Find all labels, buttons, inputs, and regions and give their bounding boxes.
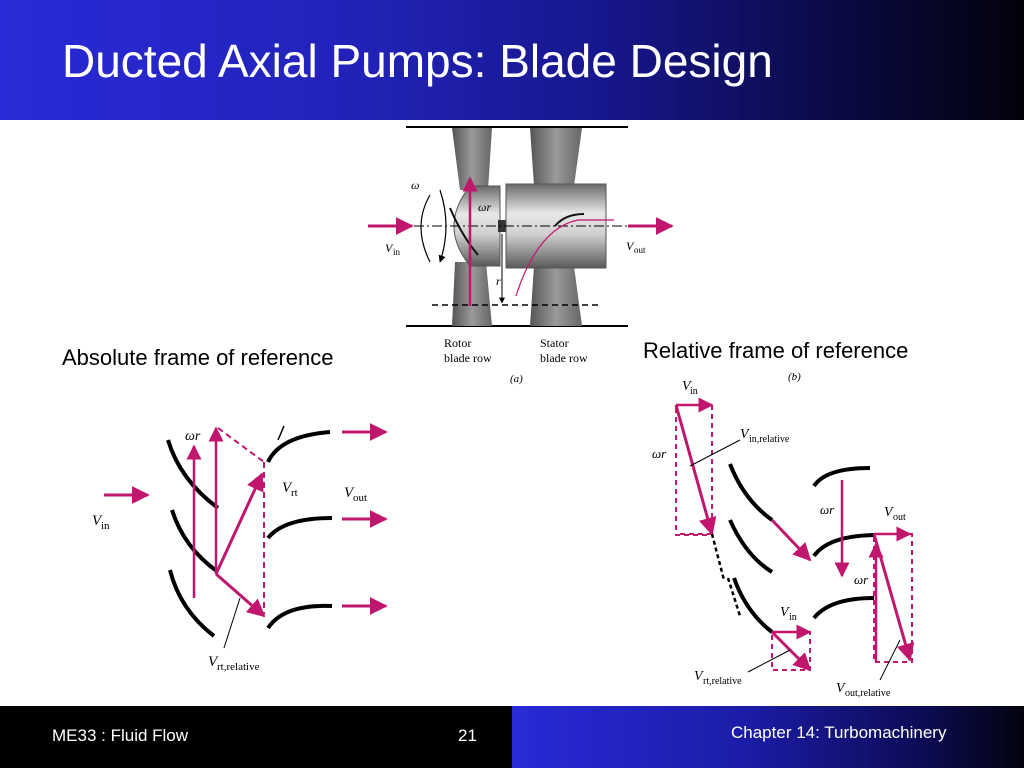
- rotor-label-line1: Rotor: [444, 336, 471, 350]
- rotor-blade-bottom: [452, 262, 492, 326]
- v-rt-vector: [214, 472, 264, 575]
- rel-rotor-blade-1: [728, 463, 774, 522]
- abs-v-out-sub: out: [353, 492, 367, 504]
- rel-rotor-blade-2: [728, 519, 774, 574]
- v-in-sub: in: [393, 247, 401, 257]
- abs-v-rt-rel-sub: rt,relative: [217, 661, 260, 673]
- abs-v-rt-label: V: [282, 480, 293, 496]
- pump-diagram: ω ωr r V in V out Rotor blade row Stator…: [368, 126, 674, 385]
- rel-v-out-rel-sub: out,relative: [845, 688, 891, 699]
- omega-label: ω: [411, 178, 419, 192]
- rel-v-rt-rel-label: V: [694, 669, 704, 684]
- stator-blade-bottom: [530, 266, 582, 326]
- rel-stator-blade-2: [812, 533, 875, 558]
- rotor-blade-top: [452, 128, 492, 190]
- rel-v-in-top-sub: in: [690, 386, 698, 397]
- rel-omega-r-left: ωr: [652, 446, 667, 461]
- omega-r-label: ωr: [478, 200, 491, 214]
- stator-blade-top: [530, 128, 582, 186]
- rel-omega-r-right: ωr: [854, 572, 869, 587]
- rotor-blade-1: [166, 439, 220, 510]
- rel-v-rt-rel-sub: rt,relative: [703, 676, 742, 687]
- figure-b-tag: (b): [788, 371, 801, 383]
- rotor-blade-3: [168, 569, 216, 638]
- abs-v-rt-rel-label: V: [208, 654, 219, 670]
- v-out-relative-vector: [872, 533, 915, 662]
- blade-design-figure: ω ωr r V in V out Rotor blade row Stator…: [92, 126, 915, 699]
- rel-v-in-low-label: V: [780, 605, 790, 620]
- abs-omega-r-label: ωr: [185, 429, 201, 444]
- v-in-label: V: [385, 241, 394, 255]
- footer-chapter: Chapter 14: Turbomachinery: [731, 723, 947, 742]
- v-out-sub: out: [634, 245, 646, 255]
- stator-label-line1: Stator: [540, 336, 569, 350]
- absolute-velocity-diagram: ωr V in V rt V out V rt,relative: [92, 423, 388, 673]
- rel-v-out-sub: out: [893, 512, 906, 523]
- figure-a-tag: (a): [510, 373, 523, 385]
- v-out-label: V: [626, 239, 635, 253]
- rel-stator-blade-1: [812, 466, 871, 488]
- title-bar: Ducted Axial Pumps: Blade Design: [0, 0, 1024, 120]
- rel-stator-blade-3: [812, 596, 875, 620]
- footer-right-bar: Chapter 14: Turbomachinery: [512, 706, 1024, 768]
- rel-v-out-label: V: [884, 505, 894, 520]
- abs-v-in-label: V: [92, 513, 103, 529]
- footer-left-bar: ME33 : Fluid Flow 21: [0, 706, 512, 768]
- abs-v-in-sub: in: [101, 520, 110, 532]
- rel-v-in-rel-label: V: [740, 427, 750, 442]
- rotor-label-line2: blade row: [444, 351, 492, 365]
- abs-v-out-label: V: [344, 485, 355, 501]
- stator-blade-2: [266, 516, 333, 540]
- stator-label-line2: blade row: [540, 351, 588, 365]
- footer-course: ME33 : Fluid Flow: [52, 726, 189, 745]
- rel-v-in-rel-sub: in,relative: [749, 434, 790, 445]
- v-rt-relative-vector: [215, 572, 266, 618]
- rotor-blade-2: [170, 509, 220, 574]
- rel-v-in-top-label: V: [682, 379, 692, 394]
- relative-velocity-diagram: (b) V in V in,relative: [652, 371, 915, 699]
- abs-v-rt-sub: rt: [291, 487, 298, 499]
- v-in-relative-vector: [674, 404, 717, 536]
- r-label: r: [496, 274, 501, 288]
- rel-v-in-low-sub: in: [789, 612, 797, 623]
- stator-blade-3: [266, 603, 333, 630]
- rel-omega-r-mid: ωr: [820, 502, 835, 517]
- absolute-frame-label: Absolute frame of reference: [62, 345, 334, 370]
- footer-page-number: 21: [458, 726, 477, 745]
- rel-v-out-rel-label: V: [836, 681, 846, 696]
- stator-blade-1: [266, 430, 331, 463]
- rel-rotor-blade-3: [732, 577, 774, 634]
- slide-title: Ducted Axial Pumps: Blade Design: [62, 35, 773, 87]
- relative-frame-label: Relative frame of reference: [643, 338, 909, 363]
